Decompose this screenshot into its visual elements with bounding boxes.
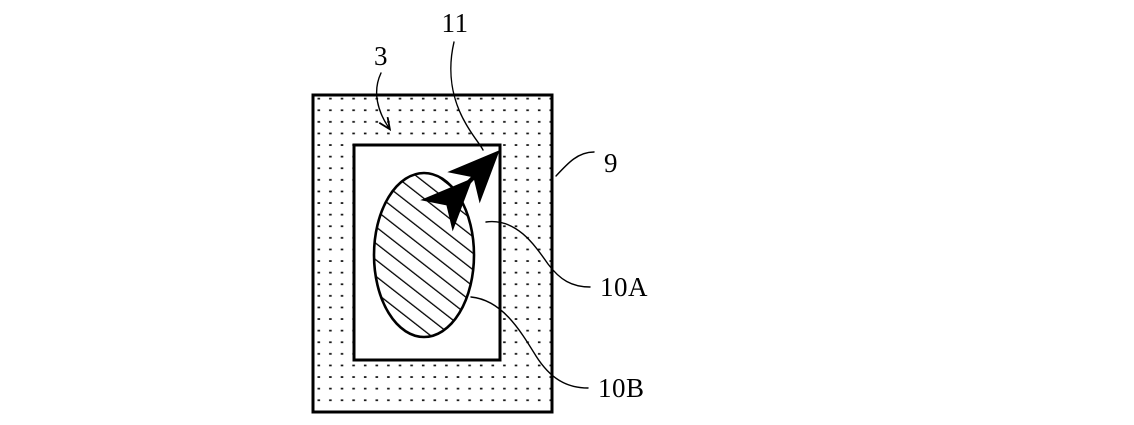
inner-region-border bbox=[352, 143, 502, 362]
leader-line-11 bbox=[450, 41, 484, 151]
leader-line-10b bbox=[470, 296, 589, 389]
hatched-ellipse-10 bbox=[372, 171, 476, 339]
leader-line-9 bbox=[555, 151, 595, 177]
outer-region-border bbox=[311, 93, 554, 414]
dimension-arrow-shaft bbox=[420, 150, 500, 232]
reference-label-10a: 10A bbox=[600, 272, 648, 302]
leader-line-3 bbox=[375, 72, 389, 128]
leader-line-10a bbox=[485, 220, 591, 288]
reference-label-3: 3 bbox=[374, 41, 388, 71]
reference-label-9: 9 bbox=[604, 148, 618, 178]
dimension-arrow-11 bbox=[420, 150, 500, 232]
reference-label-11: 11 bbox=[442, 8, 469, 38]
reference-label-10b: 10B bbox=[598, 373, 645, 403]
